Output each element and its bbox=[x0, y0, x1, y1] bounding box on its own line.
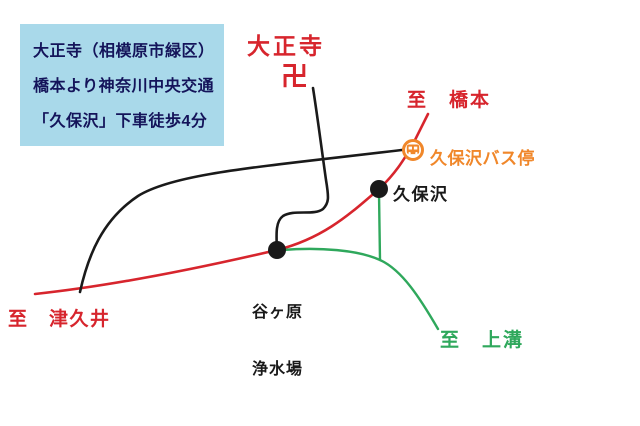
info-box-line-2: 橋本より神奈川中央交通 bbox=[33, 78, 215, 95]
kubosawa-label: 久保沢 bbox=[393, 185, 449, 204]
yagahara-dot bbox=[268, 241, 286, 259]
road-red-main bbox=[33, 112, 430, 296]
yagahara-plant-label-line1: 谷ヶ原 bbox=[252, 304, 304, 321]
direction-kamimizo: 至 上溝 bbox=[440, 330, 525, 351]
temple-name: 大正寺 bbox=[247, 33, 325, 59]
road-black-access bbox=[78, 147, 412, 294]
manji-temple-symbol: 卍 bbox=[281, 62, 308, 92]
info-box: 大正寺（相模原市緑区） 橋本より神奈川中央交通 「久保沢」下車徒歩4分 bbox=[20, 24, 224, 146]
yagahara-plant-label-line2: 浄水場 bbox=[252, 361, 304, 378]
bus-stop-label: 久保沢バス停 bbox=[430, 149, 535, 168]
info-box-line-3: 「久保沢」下車徒歩4分 bbox=[33, 113, 208, 130]
yagahara-plant-label: 谷ヶ原 浄水場 bbox=[252, 265, 303, 417]
road-green-kamimizo bbox=[280, 247, 440, 331]
road-black-temple-path bbox=[275, 86, 330, 252]
direction-hashimoto: 至 橋本 bbox=[407, 90, 492, 111]
road-green-connector bbox=[377, 191, 382, 262]
direction-tsukui: 至 津久井 bbox=[8, 309, 111, 330]
info-box-line-1: 大正寺（相模原市緑区） bbox=[33, 43, 215, 60]
bus-icon bbox=[402, 139, 424, 161]
kubosawa-dot bbox=[370, 180, 388, 198]
